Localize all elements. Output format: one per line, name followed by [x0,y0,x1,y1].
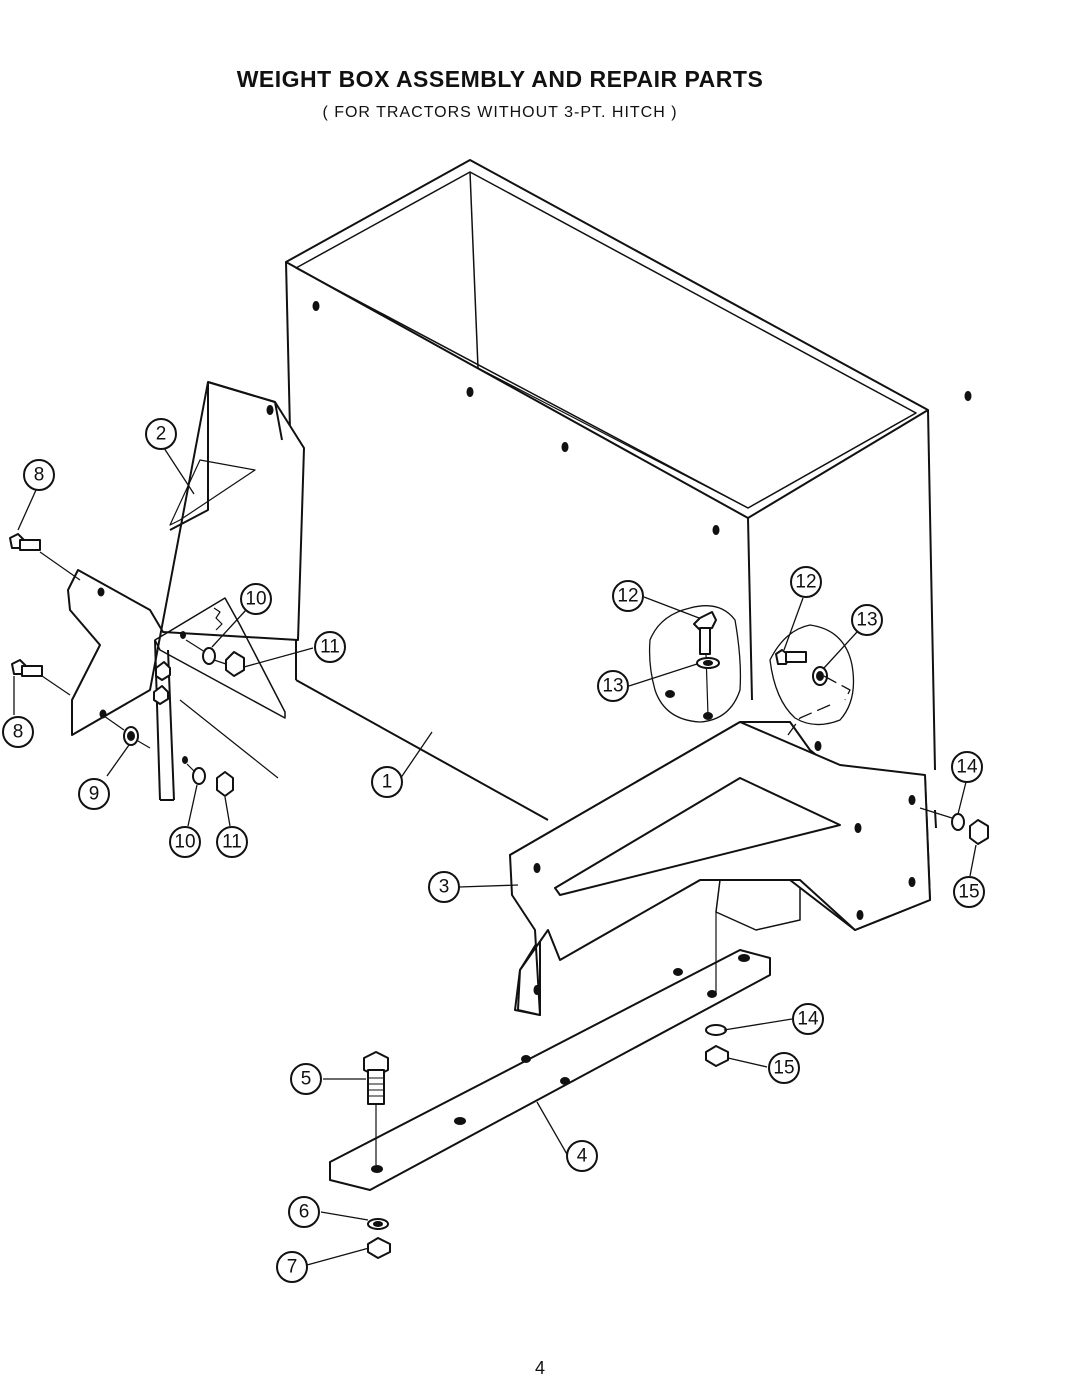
callout-5-label: 5 [301,1069,312,1090]
callout-11-lower-label: 11 [222,832,242,853]
right-bracket [509,721,931,1016]
callout-14-lower-label: 14 [797,1009,819,1030]
callout-9: 9 [78,778,110,810]
callout-11-upper-label: 11 [320,637,340,658]
page-number: 4 [534,1358,545,1378]
callout-10-upper-label: 10 [245,589,266,610]
callout-14-upper-label: 14 [956,757,978,778]
callout-11-upper: 11 [314,631,346,663]
base-plate [329,912,771,1191]
callout-15-lower: 15 [768,1052,800,1084]
callout-6-label: 6 [299,1202,310,1223]
callout-12-left: 12 [612,580,644,612]
callout-7-label: 7 [287,1257,298,1278]
callout-15-upper-label: 15 [958,882,979,903]
callout-12-left-label: 12 [617,586,638,607]
part-callouts: 1 2 3 4 5 6 7 8 8 9 10 10 11 11 12 12 13… [2,418,985,1283]
callout-12-right-label: 12 [795,572,816,593]
diagram-subtitle: ( FOR TRACTORS WITHOUT 3-PT. HITCH ) [322,104,678,121]
callout-6: 6 [288,1196,320,1228]
callout-12-right: 12 [790,566,822,598]
callout-5: 5 [290,1063,322,1095]
callout-3-label: 3 [439,877,450,898]
diagram-title: WEIGHT BOX ASSEMBLY AND REPAIR PARTS [236,66,764,92]
callout-13-left: 13 [597,670,629,702]
callout-1-label: 1 [382,772,393,793]
callout-8-lower-label: 8 [13,722,24,743]
callout-4-label: 4 [577,1146,588,1167]
callout-2: 2 [145,418,177,450]
leader-lines [13,447,977,1266]
callout-10-upper: 10 [240,583,272,615]
callout-14-upper: 14 [951,751,983,783]
callout-3: 3 [428,871,460,903]
callout-14-lower: 14 [792,1003,824,1035]
callout-7: 7 [276,1251,308,1283]
callout-13-right-label: 13 [856,610,877,631]
callout-10-lower: 10 [169,826,201,858]
callout-8-upper: 8 [23,459,55,491]
callout-13-left-label: 13 [602,676,623,697]
left-bracket [67,381,305,801]
callout-13-right: 13 [851,604,883,636]
hardware [9,533,989,1259]
callout-11-lower: 11 [216,826,248,858]
callout-2-label: 2 [156,424,167,445]
callout-9-label: 9 [89,784,100,805]
callout-4: 4 [566,1140,598,1172]
callout-15-lower-label: 15 [773,1058,794,1079]
callout-8-upper-label: 8 [34,465,45,486]
weight-box [285,159,972,931]
callout-8-lower: 8 [2,716,34,748]
callout-15-upper: 15 [953,876,985,908]
callout-1: 1 [371,766,403,798]
callout-10-lower-label: 10 [174,832,195,853]
